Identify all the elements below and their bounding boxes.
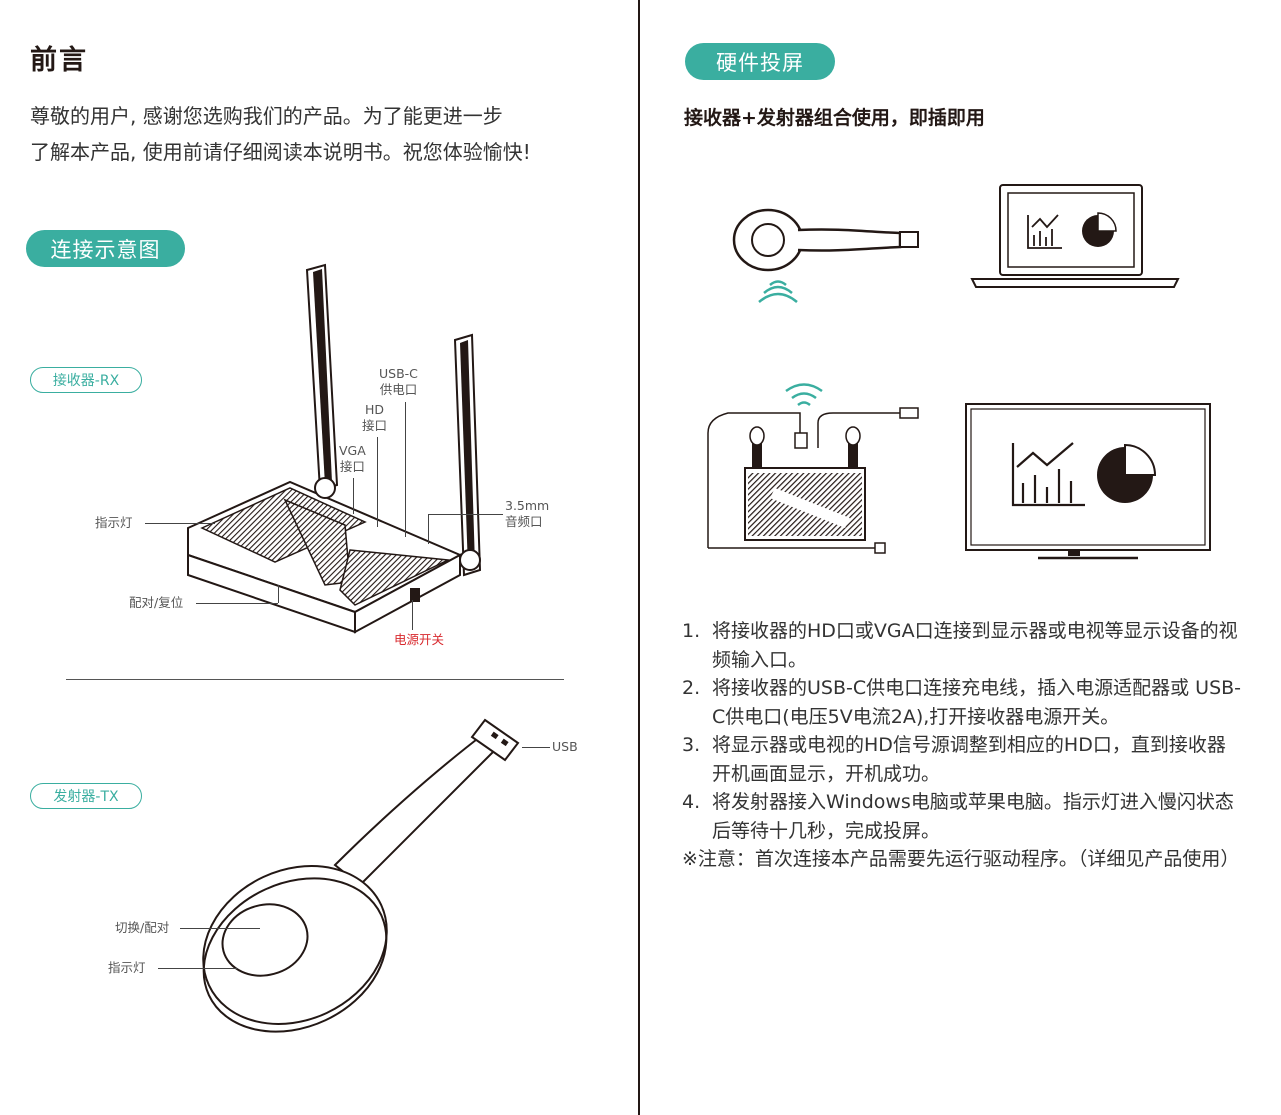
chart-icon <box>1027 214 1062 249</box>
step-item: 2. 将接收器的USB-C供电口连接充电线，插入电源适配器或 USB-C供电口(… <box>682 674 1242 731</box>
step-number: 4. <box>682 791 701 813</box>
step-number: 2. <box>682 677 701 699</box>
transmitter-illustration <box>202 718 520 1033</box>
step-text: 将接收器的HD口或VGA口连接到显示器或电视等显示设备的视频输入口。 <box>712 620 1238 671</box>
leader-vga <box>353 478 354 514</box>
label-usbc-2: 供电口 <box>379 382 418 397</box>
leader-pair-reset-h <box>196 603 278 604</box>
hardware-cast-pill: 硬件投屏 <box>685 43 835 80</box>
leader-hd <box>377 437 378 527</box>
column-divider <box>638 0 640 1115</box>
dongle-illustration <box>732 208 919 303</box>
laptop-illustration <box>970 184 1180 288</box>
intro-line-1: 尊敬的用户, 感谢您选购我们的产品。为了能更进一步 <box>30 104 503 128</box>
leader-indicator-rx <box>145 523 215 524</box>
section-divider <box>66 679 564 680</box>
note-text: ※注意：首次连接本产品需要先运行驱动程序。（详细见产品使用） <box>682 848 1240 870</box>
leader-power <box>412 600 413 630</box>
chart-icon <box>1011 442 1085 507</box>
combo-subhead: 接收器+发射器组合使用，即插即用 <box>684 107 985 129</box>
label-vga: VGA 接口 <box>339 443 366 475</box>
leader-pair-reset-v <box>278 585 279 603</box>
label-hd: HD 接口 <box>362 402 387 434</box>
label-indicator-rx: 指示灯 <box>95 515 133 530</box>
label-audio-2: 音频口 <box>505 514 543 529</box>
label-switch-pair: 切换/配对 <box>115 920 170 935</box>
step-item: 1. 将接收器的HD口或VGA口连接到显示器或电视等显示设备的视频输入口。 <box>682 617 1242 674</box>
label-audio-1: 3.5mm <box>505 498 550 513</box>
label-hd-2: 接口 <box>362 418 388 433</box>
receiver-illustration <box>187 263 482 634</box>
connection-diagram-pill: 连接示意图 <box>26 230 185 267</box>
intro-text: 尊敬的用户, 感谢您选购我们的产品。为了能更进一步 了解本产品, 使用前请仔细阅… <box>30 98 531 170</box>
label-usbc-1: USB-C <box>379 366 418 381</box>
leader-usb <box>522 747 550 748</box>
label-vga-2: 接口 <box>339 459 365 474</box>
step-text: 将接收器的USB-C供电口连接充电线，插入电源适配器或 USB-C供电口(电压5… <box>712 677 1242 728</box>
leader-audio-h <box>428 514 503 515</box>
label-hd-1: HD <box>364 402 385 417</box>
label-power: 电源开关 <box>394 632 445 647</box>
page-title: 前言 <box>30 45 88 76</box>
leader-indicator-tx <box>158 968 238 969</box>
steps-list: 1. 将接收器的HD口或VGA口连接到显示器或电视等显示设备的视频输入口。 2.… <box>682 617 1242 874</box>
receiver-setup-illustration <box>707 383 919 554</box>
leader-audio-v <box>428 514 429 544</box>
step-text: 将发射器接入Windows电脑或苹果电脑。指示灯进入慢闪状态后等待十几秒，完成投… <box>712 791 1234 842</box>
label-usbc: USB-C 供电口 <box>379 366 418 398</box>
label-usb: USB <box>552 739 578 754</box>
label-vga-1: VGA <box>339 443 366 458</box>
intro-line-2: 了解本产品, 使用前请仔细阅读本说明书。祝您体验愉快! <box>30 140 531 164</box>
label-indicator-tx: 指示灯 <box>108 960 146 975</box>
transmitter-pill: 发射器-TX <box>30 783 142 809</box>
step-item: 3. 将显示器或电视的HD信号源调整到相应的HD口，直到接收器开机画面显示，开机… <box>682 731 1242 788</box>
step-number: 1. <box>682 620 701 642</box>
leader-usbc <box>405 402 406 537</box>
label-audio: 3.5mm 音频口 <box>505 498 549 530</box>
label-pair-reset: 配对/复位 <box>129 595 184 610</box>
tv-illustration <box>965 403 1211 560</box>
receiver-pill: 接收器-RX <box>30 367 142 393</box>
step-number: 3. <box>682 734 701 756</box>
step-item: 4. 将发射器接入Windows电脑或苹果电脑。指示灯进入慢闪状态后等待十几秒，… <box>682 788 1242 845</box>
leader-switch-pair <box>180 928 260 929</box>
step-text: 将显示器或电视的HD信号源调整到相应的HD口，直到接收器开机画面显示，开机成功。 <box>712 734 1226 785</box>
